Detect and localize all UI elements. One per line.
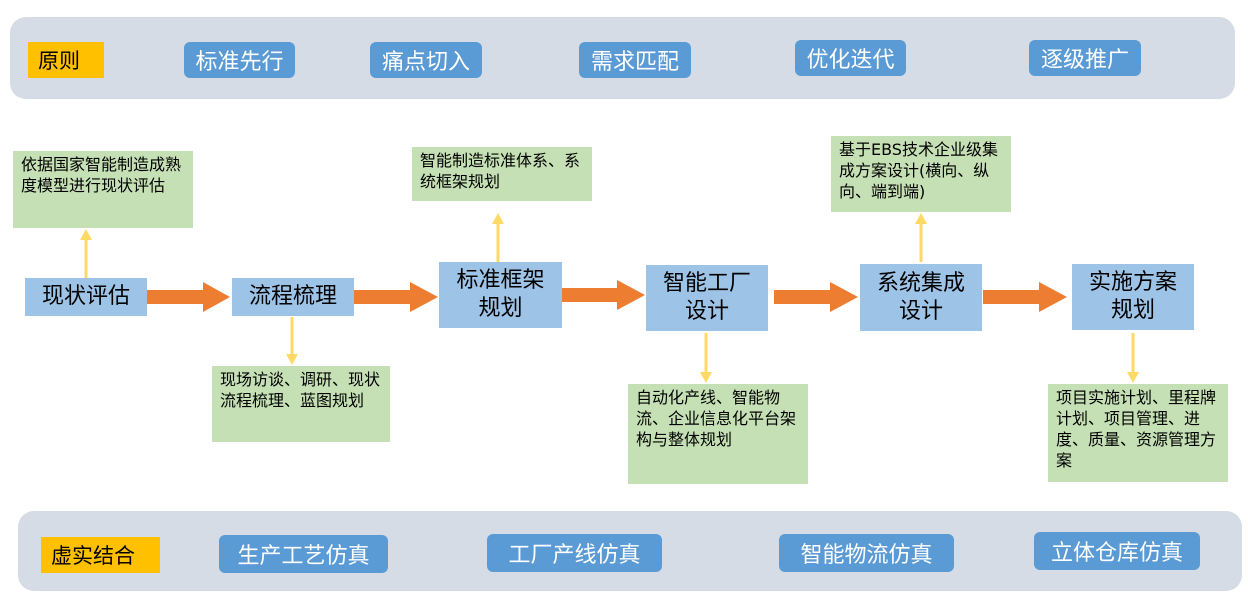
step-process-review: 流程梳理	[232, 278, 354, 316]
note-standard: 智能制造标准体系、系统框架规划	[412, 147, 592, 201]
flow-arrow-3	[562, 280, 645, 310]
note-arrow-head-1	[80, 229, 92, 240]
sim-logistics-simulation: 智能物流仿真	[779, 534, 954, 572]
simulation-tag: 虚实结合	[41, 537, 160, 573]
sim-process-simulation: 生产工艺仿真	[219, 535, 388, 573]
principle-demand-match: 需求匹配	[579, 42, 691, 78]
note-integration: 基于EBS技术企业级集成方案设计(横向、纵向、端到端)	[831, 136, 1011, 212]
sim-warehouse-simulation: 立体仓库仿真	[1034, 532, 1200, 570]
step-standard-framework: 标准框架规划	[439, 262, 562, 328]
note-process: 现场访谈、调研、现状流程梳理、蓝图规划	[212, 366, 390, 442]
step-current-assessment: 现状评估	[25, 278, 147, 316]
flow-arrow-5	[983, 282, 1067, 312]
step-smart-factory-design: 智能工厂设计	[646, 265, 768, 331]
note-arrow-head-6	[1127, 372, 1139, 383]
note-arrow-head-2	[286, 354, 298, 365]
note-arrow-head-4	[700, 372, 712, 383]
step-system-integration: 系统集成设计	[860, 264, 982, 331]
flow-arrow-2	[354, 282, 438, 312]
principle-optimize-iterate: 优化迭代	[795, 40, 906, 76]
flow-arrow-1	[147, 282, 230, 312]
principle-standard-first: 标准先行	[184, 42, 295, 78]
note-assessment: 依据国家智能制造成熟度模型进行现状评估	[13, 151, 193, 228]
sim-production-line-simulation: 工厂产线仿真	[487, 534, 662, 572]
note-implementation: 项目实施计划、里程牌计划、项目管理、进度、质量、资源管理方案	[1048, 384, 1228, 482]
step-implementation-plan: 实施方案规划	[1072, 264, 1194, 330]
principle-pain-point-entry: 痛点切入	[370, 42, 482, 78]
principle-gradual-rollout: 逐级推广	[1029, 40, 1141, 76]
note-factory: 自动化产线、智能物流、企业信息化平台架构与整体规划	[628, 384, 808, 484]
principles-tag: 原则	[28, 42, 104, 78]
flow-arrow-4	[774, 282, 858, 312]
note-arrow-head-3	[492, 213, 504, 224]
note-arrow-head-5	[915, 213, 927, 224]
